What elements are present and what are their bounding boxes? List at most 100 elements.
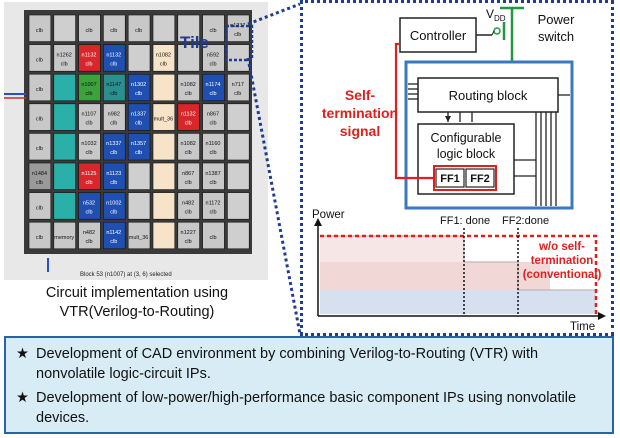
- vtr-cell-label: n1123: [106, 171, 121, 177]
- vtr-cell: [227, 192, 250, 220]
- vtr-cell: [28, 162, 52, 190]
- vtr-cell-label: clb: [160, 61, 167, 67]
- vtr-cell: [152, 73, 176, 102]
- vtr-cell-label: clb: [185, 150, 192, 156]
- vtr-cell-label: n1107: [82, 112, 97, 118]
- vtr-cell: [127, 73, 151, 102]
- vtr-cell-label: clb: [185, 180, 192, 186]
- vtr-cell-label: clb: [85, 180, 92, 186]
- vtr-cell-label: clb: [85, 209, 92, 215]
- vtr-cell: [202, 162, 225, 190]
- vtr-cell-label: clb: [61, 61, 68, 67]
- vtr-cell: [202, 221, 225, 250]
- vtr-cell-label: n1357: [131, 141, 146, 147]
- block-status: Block 53 (n1007) at (3, 6) selected: [80, 272, 172, 278]
- vtr-cell: [53, 73, 76, 102]
- vtr-cell-label: clb: [234, 91, 241, 97]
- vtr-cell: [78, 44, 101, 72]
- vtr-cell-label: clb: [85, 61, 92, 67]
- vtr-cell: [78, 221, 101, 250]
- vtr-cell-label: n1387: [205, 171, 220, 177]
- vtr-cell: [202, 44, 225, 72]
- vtr-cell-label: clb: [135, 28, 142, 34]
- vtr-cell-label: clb: [85, 28, 92, 34]
- vtr-cell-label: clb: [135, 91, 142, 97]
- vtr-cell-label: clb: [36, 57, 43, 63]
- vtr-cell-label: clb: [209, 235, 216, 241]
- vtr-cell-label: clb: [36, 28, 43, 34]
- vtr-cell: [177, 44, 200, 72]
- vtr-cell-label: mult_36: [154, 117, 174, 123]
- vtr-cell: [152, 103, 176, 131]
- vtr-cell: [103, 44, 126, 72]
- vtr-cell: [53, 221, 76, 250]
- vtr-cell-label: clb: [135, 121, 142, 127]
- vtr-cell-label: clb: [85, 121, 92, 127]
- vtr-cell: [53, 44, 76, 72]
- vtr-cell: [28, 192, 52, 220]
- vtr-cell-label: clb: [36, 235, 43, 241]
- vtr-cell-label: n1132: [82, 52, 97, 58]
- vtr-cell: [177, 162, 200, 190]
- vtr-cell: [202, 14, 225, 42]
- vtr-cell-label: clb: [209, 121, 216, 127]
- summary-bullet-1: ★Development of CAD environment by combi…: [16, 344, 596, 384]
- vtr-cell-label: n532: [83, 200, 95, 206]
- vtr-cell-label: clb: [185, 209, 192, 215]
- vtr-cell-label: n1032: [81, 141, 96, 147]
- vtr-cell-label: n1337: [106, 141, 121, 147]
- vtr-cell-label: clb: [135, 150, 142, 156]
- vtr-caption: Circuit implementation using VTR(Verilog…: [6, 284, 268, 322]
- vtr-cell-label: n1174: [206, 82, 221, 88]
- vtr-cell-label: n482: [83, 230, 95, 236]
- vtr-cell: [127, 133, 151, 161]
- caption-line-2: VTR(Verilog-to-Routing): [59, 304, 215, 320]
- vtr-cell: [152, 44, 176, 72]
- vtr-cell: [177, 14, 200, 42]
- vtr-cell: [28, 103, 52, 131]
- vtr-cell: [152, 162, 176, 190]
- vtr-cell: [103, 73, 126, 102]
- vtr-cell: [152, 14, 176, 42]
- vtr-cell: [78, 133, 101, 161]
- vtr-cell: [28, 14, 52, 42]
- vtr-cell-label: clb: [110, 209, 117, 215]
- vtr-cell-label: clb: [110, 91, 117, 97]
- vtr-cell: [177, 133, 200, 161]
- vtr-cell-label: n1002: [106, 200, 121, 206]
- vtr-cell: [227, 14, 250, 42]
- vtr-cell-label: n1302: [131, 82, 146, 88]
- vtr-cell: [78, 14, 101, 42]
- caption-line-1: Circuit implementation using: [45, 285, 229, 301]
- vtr-cell: [177, 73, 200, 102]
- vtr-cell: [152, 133, 176, 161]
- vtr-cell: [202, 103, 225, 131]
- vtr-cell-label: clb: [85, 150, 92, 156]
- vtr-cell-label: clb: [85, 91, 92, 97]
- vtr-cell-label: n1337: [131, 112, 146, 118]
- vtr-cell: [227, 221, 250, 250]
- vtr-cell: [227, 103, 250, 131]
- vtr-cell-label: n1160: [206, 141, 221, 147]
- vtr-cell-label: clb: [85, 239, 92, 245]
- vtr-cell-label: n1132: [181, 112, 196, 118]
- vtr-cell-label: clb: [209, 61, 216, 67]
- vtr-cell: [78, 103, 101, 131]
- vtr-cell-label: clb: [110, 121, 117, 127]
- vtr-cell: [227, 162, 250, 190]
- vtr-cell: [53, 133, 76, 161]
- vtr-cell-label: n867: [207, 112, 219, 118]
- vtr-cell-label: mult_36: [129, 235, 149, 241]
- vtr-cell: [227, 44, 250, 72]
- vtr-cell-label: clb: [110, 150, 117, 156]
- vtr-cell-label: n1082: [156, 52, 171, 58]
- vtr-cell: [202, 133, 225, 161]
- vtr-cell-label: clb: [185, 121, 192, 127]
- vtr-cell: [127, 14, 151, 42]
- vtr-cell-label: memory: [54, 235, 74, 241]
- vtr-cell: [127, 221, 151, 250]
- vtr-cell: [177, 103, 200, 131]
- vtr-cell-label: n482: [182, 200, 194, 206]
- vtr-cell-label: n1142: [106, 230, 121, 236]
